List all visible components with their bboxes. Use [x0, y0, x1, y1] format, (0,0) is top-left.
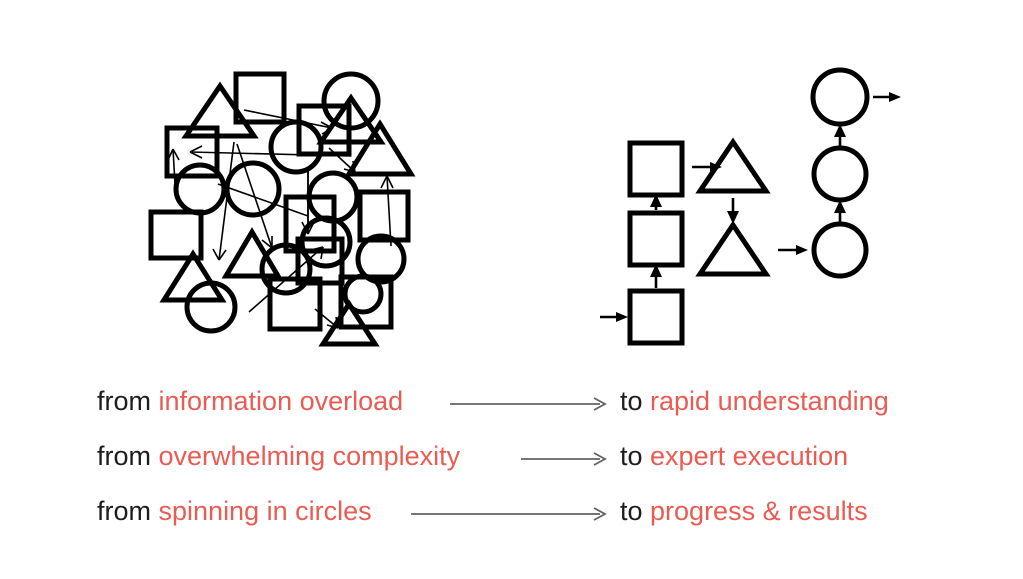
statement-row: from information overload to rapid under…	[0, 381, 1023, 429]
chaos-circle	[342, 273, 384, 315]
statement-from: from information overload	[97, 381, 403, 421]
statement-to-text: progress & results	[650, 496, 868, 526]
chaos-triangle	[318, 299, 380, 347]
chaos-circle	[355, 233, 407, 285]
statement-from: from overwhelming complexity	[97, 436, 460, 476]
statement-list: from information overload to rapid under…	[0, 381, 1023, 541]
statement-arrow-icon	[521, 452, 608, 466]
chaos-circle	[224, 160, 282, 218]
statement-to-lead: to	[620, 386, 651, 416]
chaos-triangle	[221, 227, 283, 279]
chaos-circle	[259, 242, 313, 296]
statement-from-text: overwhelming complexity	[158, 441, 461, 471]
statement-from-text: spinning in circles	[158, 496, 372, 526]
chaos-arrows	[167, 109, 394, 329]
chaos-square	[267, 276, 323, 332]
chaos-circle	[321, 71, 381, 131]
statement-to: to expert execution	[620, 436, 848, 476]
flow-arrowheads	[616, 92, 901, 322]
ordered-shapes-flow	[598, 48, 918, 348]
statement-to-lead: to	[620, 441, 651, 471]
chaos-triangle	[316, 93, 386, 145]
flow-arrows	[600, 95, 895, 319]
flow-triangle-bottom	[695, 220, 771, 277]
flow-circle-top	[810, 67, 870, 127]
statement-arrow-icon	[450, 397, 608, 411]
statement-to-lead: to	[620, 496, 651, 526]
statement-from-lead: from	[97, 386, 159, 416]
chaos-circle	[173, 162, 227, 216]
statement-to-text: rapid understanding	[650, 386, 889, 416]
chaos-square	[357, 189, 411, 243]
chaos-triangle	[181, 81, 259, 139]
statement-from: from spinning in circles	[97, 491, 372, 531]
chaos-circle	[268, 119, 324, 175]
chaos-triangle	[159, 249, 227, 303]
statement-to-text: expert execution	[650, 441, 849, 471]
statement-arrow-icon	[411, 507, 608, 521]
flow-circle-middle	[811, 145, 869, 203]
flow-square-top	[627, 140, 685, 198]
statement-from-lead: from	[97, 441, 159, 471]
statement-from-lead: from	[97, 496, 159, 526]
chaos-circle	[299, 215, 353, 269]
chaotic-shapes-cluster	[148, 64, 438, 354]
statement-row: from overwhelming complexity to expert e…	[0, 436, 1023, 484]
chaos-square	[148, 209, 204, 261]
chaos-triangle	[344, 119, 416, 177]
statement-to: to rapid understanding	[620, 381, 889, 421]
statement-from-text: information overload	[158, 386, 404, 416]
flow-square-bottom	[627, 288, 685, 346]
flow-square-middle	[627, 210, 685, 268]
statement-to: to progress & results	[620, 491, 868, 531]
statement-row: from spinning in circles to progress & r…	[0, 491, 1023, 539]
flow-circle-bottom	[811, 221, 869, 279]
chaos-square	[233, 71, 287, 125]
chaos-circle	[184, 280, 238, 334]
